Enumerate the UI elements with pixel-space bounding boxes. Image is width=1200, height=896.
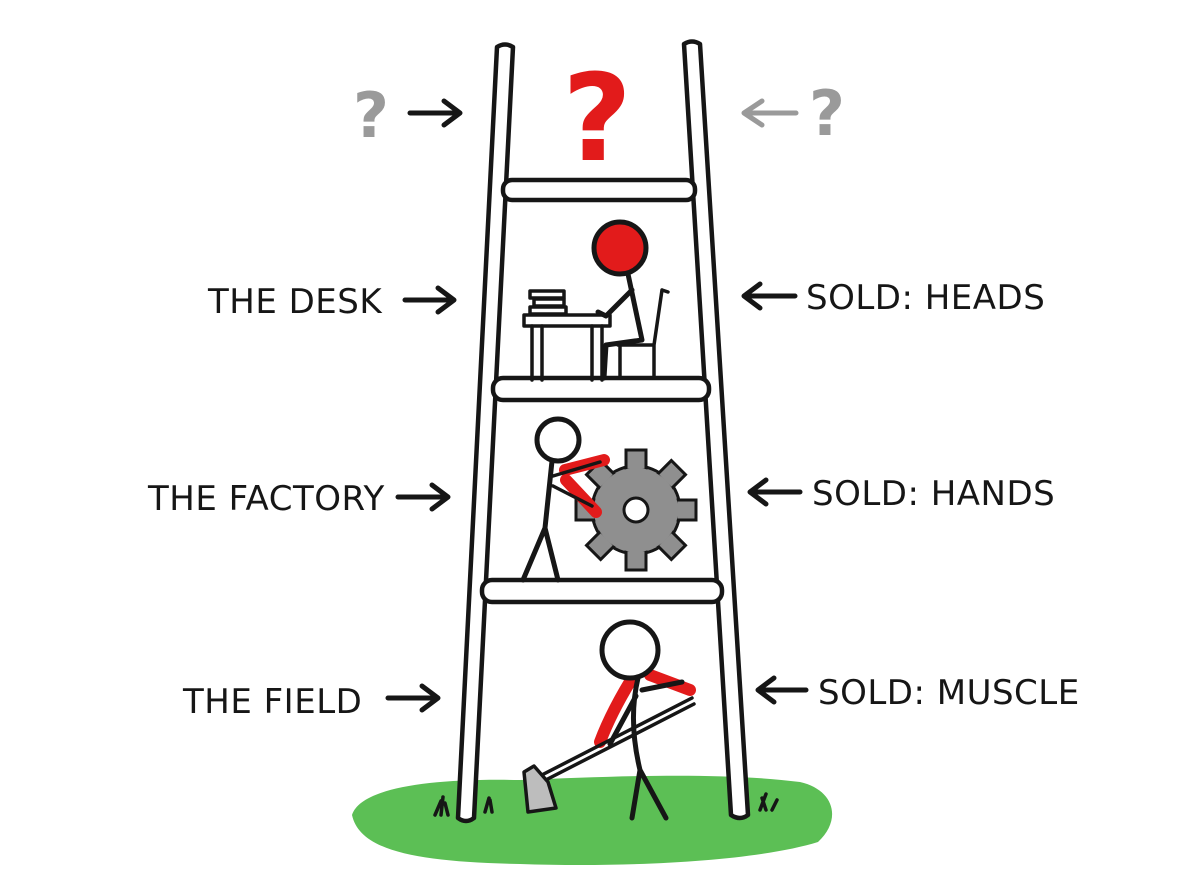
right-question-mark: ? xyxy=(809,77,845,150)
factory-worker-gear-icon xyxy=(520,416,698,583)
desk-arrow-icon xyxy=(402,285,457,315)
sold-label-heads: SOLD: HEADS xyxy=(806,278,1045,318)
top-question-mark: ? xyxy=(562,50,632,189)
factory-arrow-icon xyxy=(395,482,451,512)
ladder-rung-top xyxy=(500,177,698,203)
sold-label-muscle: SOLD: MUSCLE xyxy=(818,673,1080,713)
ladder-rung-lower xyxy=(479,577,725,605)
field-arrow-icon xyxy=(385,683,441,713)
hands-arrow-icon xyxy=(747,477,803,507)
ladder-left-rail xyxy=(455,42,516,824)
ladder-right-rail xyxy=(681,39,751,821)
office-worker-icon xyxy=(522,219,670,382)
left-pointing-arrow-grey-icon xyxy=(741,98,799,128)
sold-label-hands: SOLD: HANDS xyxy=(812,474,1055,514)
left-question-mark: ? xyxy=(353,79,389,152)
rung-label-field: THE FIELD xyxy=(182,682,362,722)
muscle-arrow-icon xyxy=(755,675,809,705)
heads-arrow-icon xyxy=(741,281,798,311)
right-pointing-arrow-icon xyxy=(407,98,463,128)
rung-label-factory: THE FACTORY xyxy=(147,479,385,519)
rung-label-desk: THE DESK xyxy=(207,282,383,322)
farmer-hoe-icon xyxy=(522,619,696,821)
grass-icon xyxy=(352,775,833,866)
